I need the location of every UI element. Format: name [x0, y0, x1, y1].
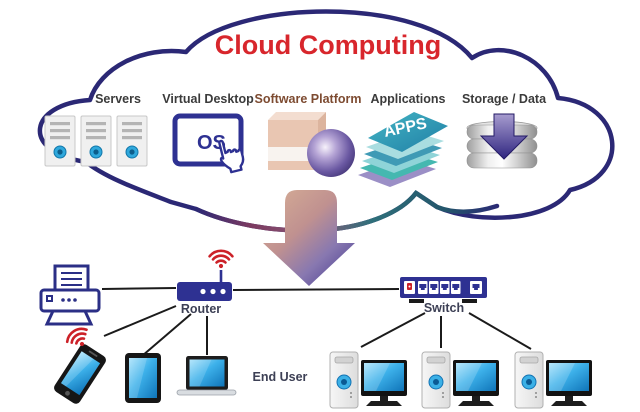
- label-servers: Servers: [95, 92, 141, 106]
- laptop-icon: [176, 356, 237, 396]
- desktop-computer-icon: [421, 351, 500, 409]
- down-arrow-icon: [263, 190, 355, 286]
- printer-icon: [39, 264, 101, 326]
- router-label: Router: [181, 302, 221, 316]
- label-storage-data: Storage / Data: [462, 92, 547, 106]
- database-download-icon: [466, 113, 538, 169]
- label-software-platform: Software Platform: [255, 92, 362, 106]
- os-text: OS: [197, 132, 226, 154]
- software-box-sphere-icon: [268, 112, 355, 177]
- smartphone-icon: [54, 323, 106, 404]
- server-rack-icon: [44, 115, 148, 167]
- router-icon: [177, 249, 234, 301]
- connection-line-router-tablet: [141, 313, 192, 357]
- hand-cursor-icon: [218, 139, 245, 174]
- desktop-computer-icon: [329, 351, 408, 409]
- tablet-icon: [125, 353, 161, 403]
- connection-line-router-switch: [232, 288, 400, 291]
- label-virtual-desktop: Virtual Desktop: [162, 92, 254, 106]
- wifi-icon: [208, 249, 234, 270]
- connection-line-switch-pc1: [360, 312, 426, 348]
- connection-line-router-phone: [103, 305, 177, 337]
- os-screen-hand-icon: OS: [172, 113, 245, 174]
- diagram-title: Cloud Computing: [215, 30, 441, 60]
- end-user-label: End User: [253, 370, 308, 384]
- connection-line-printer-router: [101, 287, 177, 290]
- connection-line-switch-pc3: [468, 312, 532, 350]
- switch-label: Switch: [424, 301, 464, 315]
- desktop-computer-icon: [514, 351, 593, 409]
- switch-icon: [400, 277, 487, 303]
- cloud-outline: [37, 9, 615, 233]
- label-applications: Applications: [370, 92, 445, 106]
